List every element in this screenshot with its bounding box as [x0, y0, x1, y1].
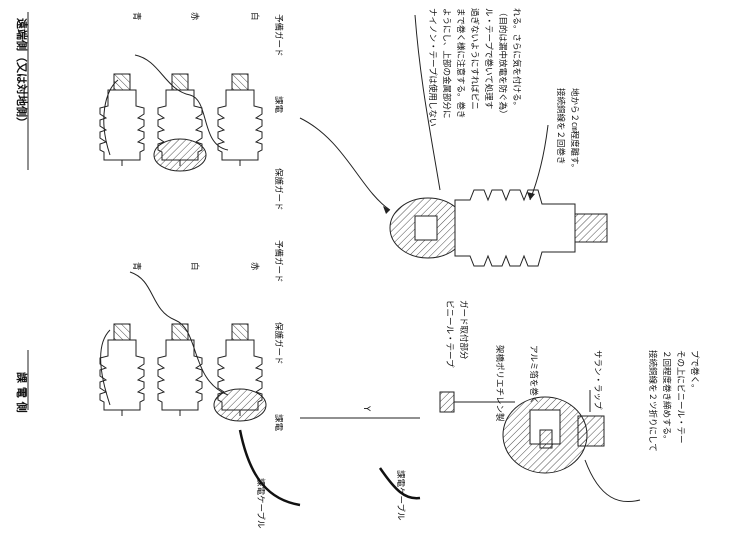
note-line-4: 過ぎないようにすればビニ [469, 8, 480, 110]
note-line-3: まで巻く様に注意する。巻き [455, 8, 466, 119]
left-charging-cable-label: 課電ケーブル [255, 478, 266, 529]
pe-tape-label: 架橋ポリエチレン製 [494, 345, 505, 422]
right-phase-red: 赤 [189, 12, 199, 21]
arrow-y-label: Y [361, 405, 371, 412]
right-role-charged: 課電 [273, 96, 284, 114]
left-phase-blue: 青 [131, 262, 142, 271]
note-line-7: れる。さらに気を付ける。 [511, 8, 522, 110]
left-guard-wire [129, 271, 229, 396]
left-role-spare: 予備ガード [273, 240, 284, 283]
left-phase-red: 赤 [249, 262, 259, 271]
right-bushing-white [217, 73, 263, 167]
left-phase-white: 白 [189, 262, 200, 271]
right-bushing-blue [99, 73, 145, 167]
guard-wire-bottom-3: その上にビニール・テー [675, 350, 685, 444]
left-bushing-group [99, 271, 301, 507]
left-role-guard: 保護ガード [273, 322, 284, 365]
note-line-1: ナイノン・テープは使用しない [427, 8, 438, 127]
right-role-spare: 予備ガード [273, 14, 284, 57]
aluminum-foil-label: アルミ箔を巻く [528, 345, 539, 404]
guard-wire-bottom-2: ２回程度巻き締めする。 [661, 350, 672, 444]
right-charged-cap [153, 138, 207, 172]
vinyl-tape-label: ビニール・テープ [444, 300, 454, 368]
note-line-2: ようにし、上部の金属部分に [441, 8, 452, 119]
pe-tape-block [439, 391, 455, 413]
note-line-6: （目的は漏中放電を防ぐ為） [497, 8, 508, 119]
right-phase-blue: 青 [131, 12, 142, 21]
right-phase-white: 白 [249, 12, 260, 21]
guard-wire-bottom-4: プで巻く。 [689, 350, 700, 393]
left-charged-cap [213, 388, 267, 422]
guard-attach-label: ガード取付部分 [458, 300, 469, 360]
guard-wire-top-2: 地から２㎝程度離す。 [569, 88, 580, 172]
left-bushing-blue [99, 323, 145, 417]
note-line-5: ル・テープで巻いて処理す [483, 8, 494, 109]
right-bushing-group [99, 54, 263, 172]
detail-bushing [389, 189, 608, 267]
pointer-to-detail [299, 117, 391, 211]
bottom-charging-cable-label: 課電ケーブル [395, 470, 406, 521]
left-charging-cable [238, 429, 301, 507]
guard-wire-top-1: 接続銅線を２回巻き [555, 88, 566, 165]
detail-termination [300, 391, 605, 500]
right-guard-wire [134, 54, 229, 151]
left-bushing-white [157, 323, 203, 417]
guard-wire-bottom-1: 接続銅線を２ツ折りにして [647, 350, 658, 452]
left-section-heading: 課 電 側 [15, 372, 29, 413]
saran-wrap-label: サラン・ラップ [592, 350, 602, 410]
right-section-heading: 遠端側（又は対地側） [15, 18, 29, 128]
right-role-guard: 保護ガード [273, 168, 284, 211]
left-role-charged: 課電 [273, 414, 284, 432]
